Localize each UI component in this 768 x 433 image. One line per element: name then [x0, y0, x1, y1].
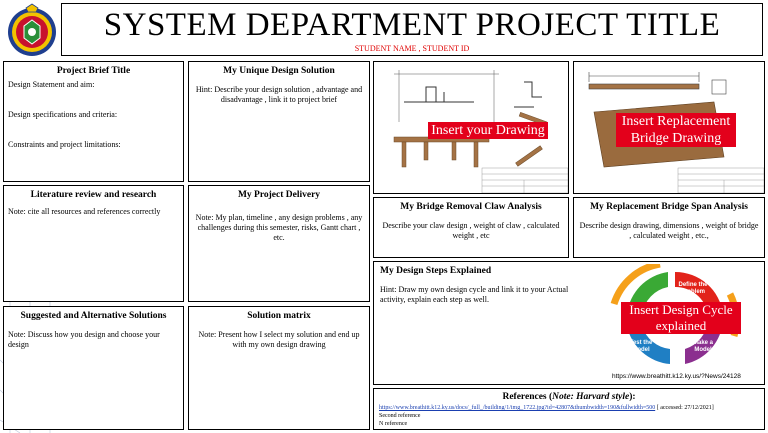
- literature-review-note: Note: cite all resources and references …: [8, 207, 161, 216]
- claw-analysis-description: Describe your claw design , weight of cl…: [382, 221, 560, 240]
- unique-design-panel: My Unique Design Solution Hint: Describe…: [188, 61, 370, 182]
- project-delivery-heading: My Project Delivery: [237, 190, 321, 200]
- span-analysis-description: Describe design drawing, dimensions , we…: [579, 221, 759, 240]
- unique-design-hint: Hint: Describe your design solution , ad…: [195, 85, 363, 104]
- reference-2: Second reference: [379, 413, 421, 419]
- suggested-solutions-heading: Suggested and Alternative Solutions: [20, 311, 167, 321]
- reference-n: N reference: [379, 421, 408, 427]
- project-brief-panel: Project Brief Title Design Statement and…: [3, 61, 184, 182]
- insert-design-cycle-label: Insert Design Cycle explained: [621, 302, 741, 334]
- insert-drawing-label: Insert your Drawing: [428, 122, 548, 139]
- design-steps-hint: Hint: Draw my own design cycle and link …: [380, 285, 569, 304]
- claw-analysis-panel: My Bridge Removal Claw Analysis Describe…: [373, 197, 569, 258]
- unique-design-heading: My Unique Design Solution: [223, 66, 335, 76]
- title-banner: SYSTEM DEPARTMENT PROJECT TITLE STUDENT …: [61, 3, 763, 56]
- replacement-bridge-drawing-panel: Insert Replacement Bridge Drawing: [573, 61, 765, 194]
- cycle-segment-make: Make a Model: [692, 340, 713, 353]
- span-analysis-heading: My Replacement Bridge Span Analysis: [590, 202, 748, 212]
- references-panel: References (Note: Harvard style): https:…: [373, 388, 765, 430]
- suggested-solutions-note: Note: Discuss how you design and choose …: [8, 330, 160, 349]
- design-specifications-label: Design specifications and criteria:: [8, 110, 118, 119]
- claw-analysis-heading: My Bridge Removal Claw Analysis: [400, 202, 542, 212]
- school-crest-logo: [8, 3, 56, 56]
- project-brief-heading: Project Brief Title: [56, 66, 131, 76]
- project-delivery-panel: My Project Delivery Note: My plan, timel…: [188, 185, 370, 302]
- design-cycle-credit: https://www.breathitt.k12.ky.us/?News/24…: [612, 373, 741, 380]
- cycle-segment-define: Define the Problem: [678, 282, 708, 295]
- span-analysis-panel: My Replacement Bridge Span Analysis Desc…: [573, 197, 765, 258]
- solution-matrix-panel: Solution matrix Note: Present how I sele…: [188, 306, 370, 430]
- constraints-label: Constraints and project limitations:: [8, 140, 121, 149]
- reference-1-accessed: [ accessed: 27/12/2021]: [656, 405, 714, 411]
- design-statement-label: Design Statement and aim:: [8, 80, 95, 89]
- literature-review-panel: Literature review and research Note: cit…: [3, 185, 184, 302]
- design-steps-panel: My Design Steps Explained Hint: Draw my …: [373, 261, 765, 385]
- insert-replacement-bridge-label: Insert Replacement Bridge Drawing: [616, 113, 736, 147]
- reference-1: https://www.breathitt.k12.ky.us/docs/_fu…: [379, 404, 759, 412]
- page-title: SYSTEM DEPARTMENT PROJECT TITLE: [103, 7, 721, 43]
- solution-matrix-heading: Solution matrix: [247, 311, 311, 321]
- literature-review-heading: Literature review and research: [30, 190, 157, 200]
- project-delivery-note: Note: My plan, timeline , any design pro…: [195, 213, 363, 242]
- cycle-segment-test: Test the Model: [629, 340, 653, 353]
- design-steps-heading: My Design Steps Explained: [380, 266, 492, 276]
- reference-1-link[interactable]: https://www.breathitt.k12.ky.us/docs/_fu…: [379, 405, 656, 411]
- solution-matrix-note: Note: Present how I select my solution a…: [198, 330, 360, 349]
- student-name-id: STUDENT NAME , STUDENT ID: [354, 44, 470, 53]
- claw-drawing-panel: Insert your Drawing: [373, 61, 569, 194]
- references-heading: References (Note: Harvard style):: [502, 392, 636, 402]
- suggested-solutions-panel: Suggested and Alternative Solutions Note…: [3, 306, 184, 430]
